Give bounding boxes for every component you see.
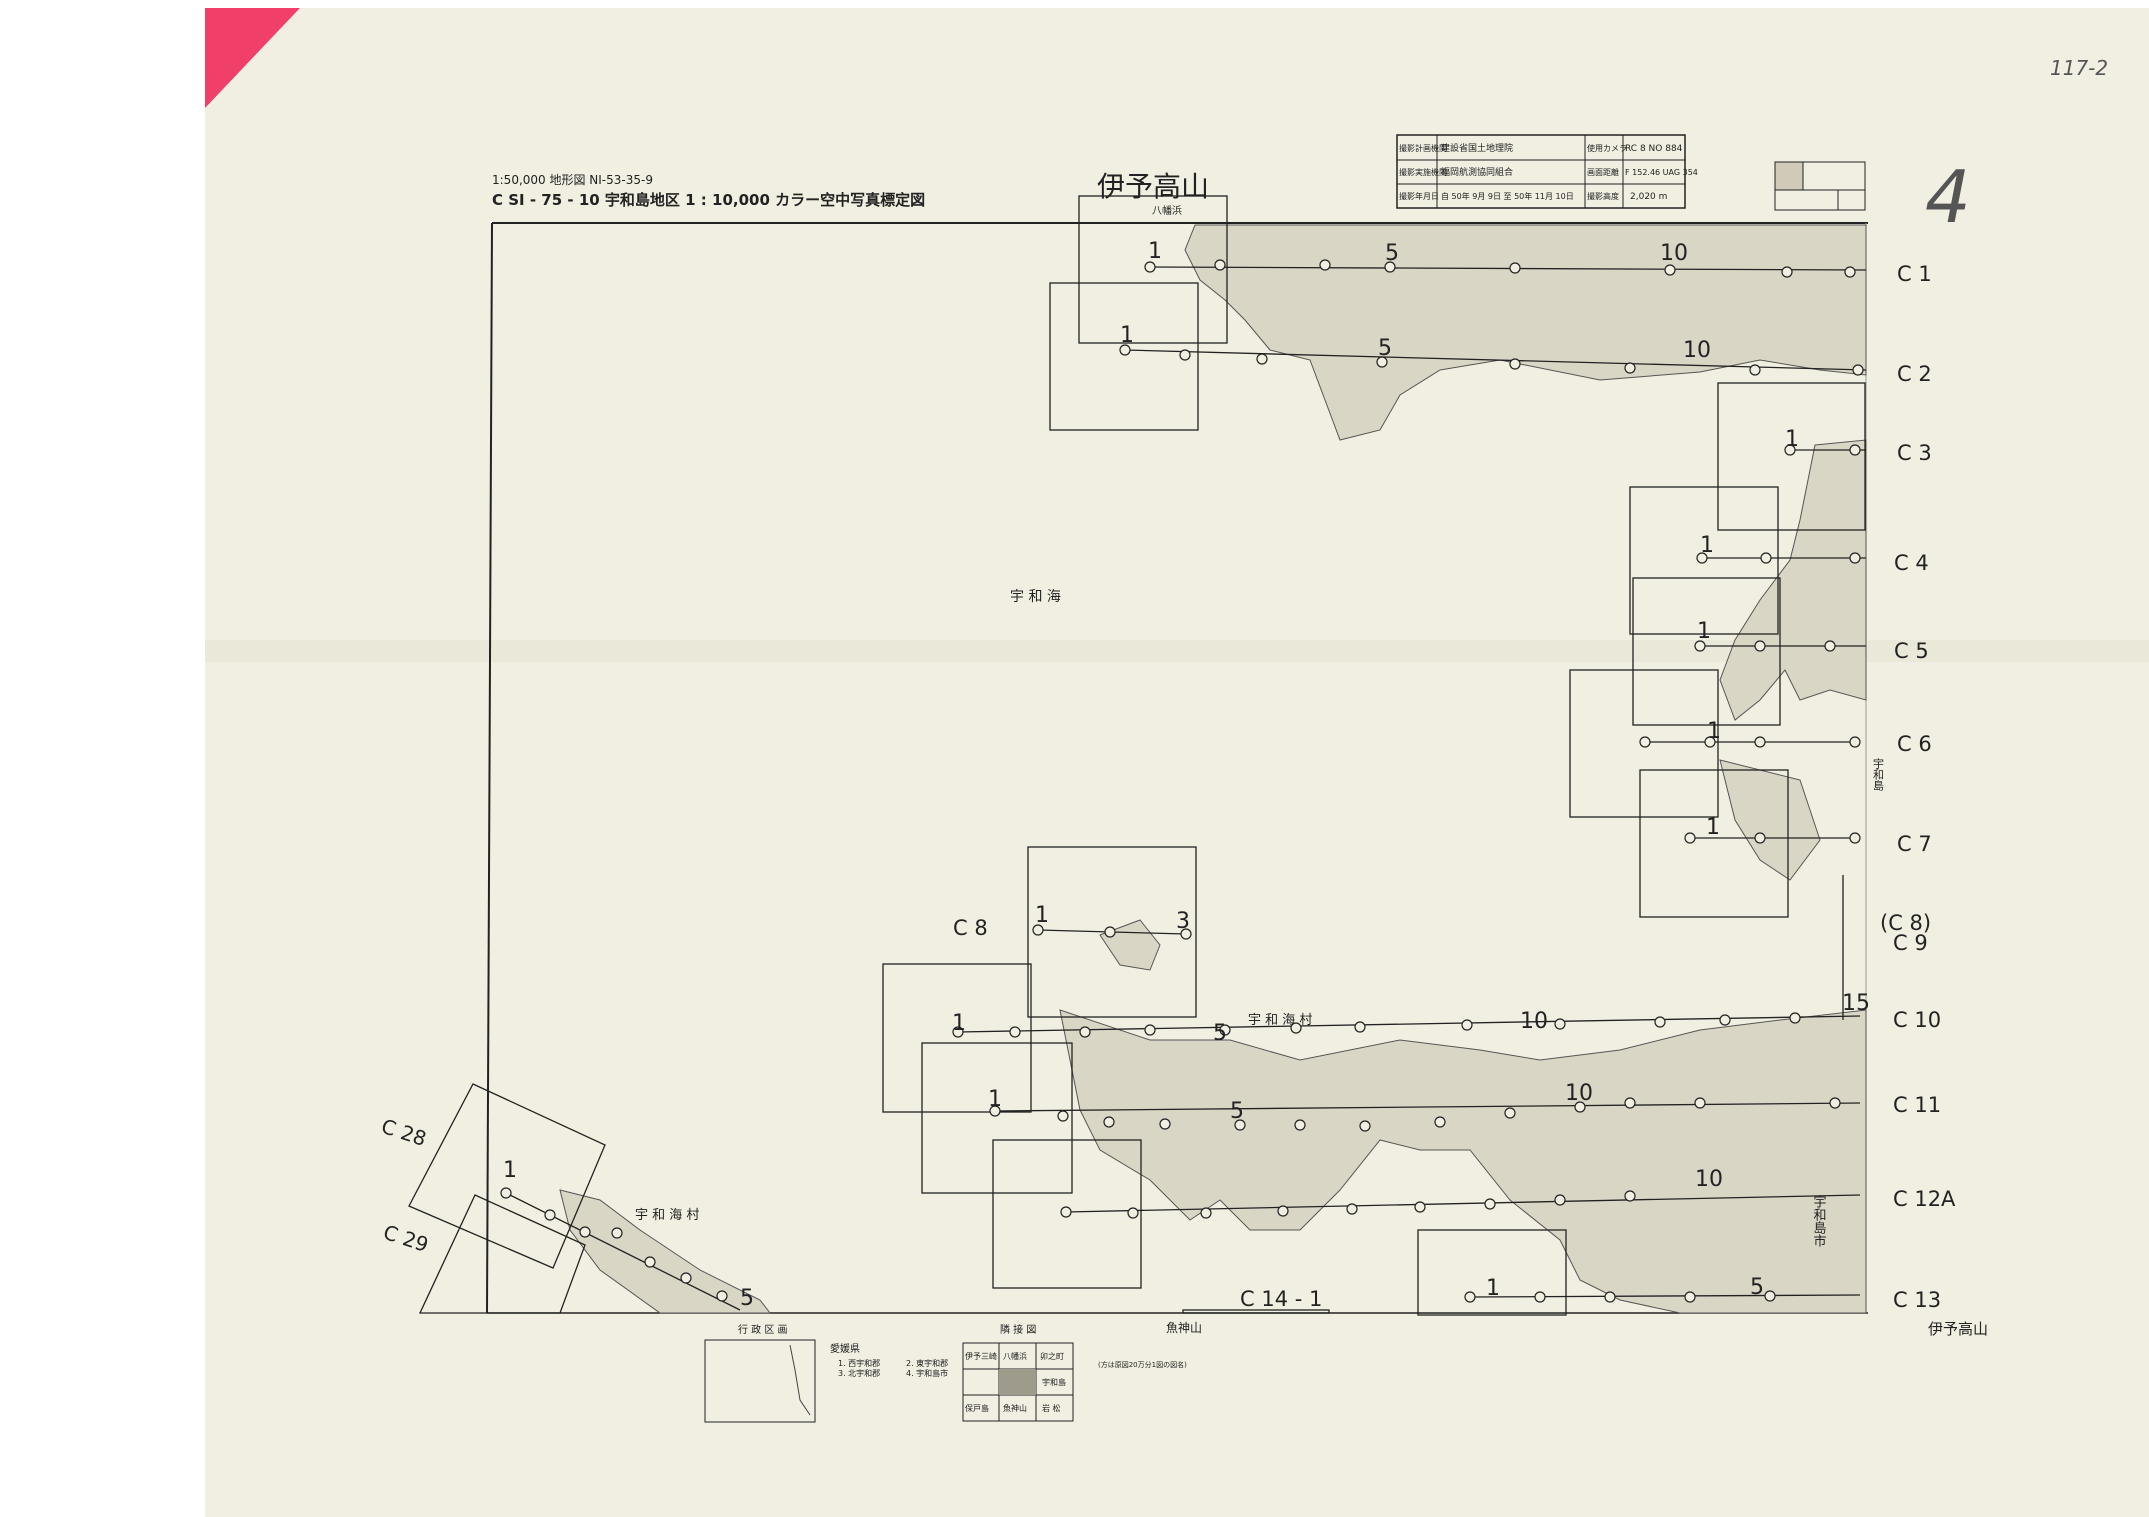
info-label2-2: 画面距離 bbox=[1587, 167, 1619, 177]
prefecture-name: 愛媛県 bbox=[830, 1342, 860, 1355]
strip-label-c10: C 10 bbox=[1893, 1008, 1941, 1032]
c11-start-number: 1 bbox=[988, 1087, 1002, 1112]
strip-label-c8-inline: C 8 bbox=[953, 916, 988, 940]
place-names: 宇 和 海 宇 和 海 村 宇 和 海 村 八幡浜 魚神山 伊予高山 宇和島市 … bbox=[635, 204, 1988, 1338]
c28-start-number: 1 bbox=[503, 1158, 517, 1183]
admin-title: 行 政 区 画 bbox=[738, 1323, 788, 1336]
c10-number-10: 10 bbox=[1520, 1009, 1548, 1034]
admin-division-box: 行 政 区 画 bbox=[704, 1323, 816, 1423]
adjacent-title: 隣 接 図 bbox=[1000, 1323, 1036, 1336]
strip-label-c14: C 14 - 1 bbox=[1240, 1287, 1322, 1311]
adjacent-e: 宇和島 bbox=[1042, 1377, 1066, 1387]
strip-label-c4: C 4 bbox=[1894, 551, 1929, 575]
info-value2-1: RC 8 NO 884 bbox=[1625, 144, 1683, 154]
info-label-3: 撮影年月日 bbox=[1399, 191, 1439, 201]
info-label-2: 撮影実施機関 bbox=[1399, 167, 1447, 177]
strip-label-c2: C 2 bbox=[1897, 362, 1932, 386]
c2-start-number: 1 bbox=[1120, 323, 1134, 348]
corner-tab bbox=[205, 8, 300, 108]
c6-start-number: 1 bbox=[1707, 719, 1721, 744]
info-table: 撮影計画機関 建設省国土地理院 使用カメラ RC 8 NO 884 撮影実施機関… bbox=[1396, 134, 1698, 209]
prefecture-list: 愛媛県 1. 西宇和郡 3. 北宇和郡 2. 東宇和郡 4. 宇和島市 bbox=[830, 1342, 948, 1378]
info-value2-3: 2,020 m bbox=[1630, 192, 1667, 202]
land-masses bbox=[559, 224, 1867, 1314]
c10-number-5: 5 bbox=[1213, 1021, 1227, 1046]
c8-start-number: 1 bbox=[1035, 903, 1049, 928]
district-4: 4. 宇和島市 bbox=[906, 1368, 948, 1378]
strip-label-c7: C 7 bbox=[1897, 832, 1932, 856]
strip-label-c12a: C 12A bbox=[1893, 1187, 1956, 1211]
strip-label-c28: C 28 bbox=[378, 1114, 429, 1151]
district-1: 1. 西宇和郡 bbox=[838, 1358, 880, 1368]
adjacent-s: 魚神山 bbox=[1003, 1403, 1027, 1413]
c7-start-number: 1 bbox=[1706, 815, 1720, 840]
photo-frames bbox=[408, 195, 1866, 1316]
c11-number-10: 10 bbox=[1565, 1081, 1593, 1106]
info-label-1: 撮影計画機関 bbox=[1399, 143, 1447, 153]
legend-block bbox=[1774, 161, 1866, 211]
adjacent-ne: 卯之町 bbox=[1040, 1351, 1064, 1361]
city-label: 宇和島市 bbox=[1811, 1195, 1827, 1247]
c28-number-5: 5 bbox=[740, 1286, 754, 1311]
adjacent-se: 岩 松 bbox=[1042, 1403, 1061, 1413]
yawatahama-label: 八幡浜 bbox=[1152, 204, 1182, 217]
village-label-lower: 宇 和 海 村 bbox=[635, 1208, 699, 1223]
strip-label-c29: C 29 bbox=[380, 1220, 431, 1257]
adjacent-sheets-grid: 隣 接 図 伊予三崎 八幡浜 卯之町 宇和島 保戸島 魚神山 岩 松 (方は原図… bbox=[962, 1323, 1187, 1422]
info-label2-3: 撮影高度 bbox=[1587, 191, 1619, 201]
exposure-points bbox=[500, 259, 1864, 1303]
uwajima-vertical-label: 宇和島 bbox=[1872, 758, 1885, 792]
info-value-3: 自 50年 9月 9日 至 50年 11月 10日 bbox=[1441, 191, 1574, 201]
handwritten-number: 4 bbox=[1925, 155, 1971, 239]
c4-start-number: 1 bbox=[1700, 533, 1714, 558]
c3-start-number: 1 bbox=[1785, 427, 1799, 452]
c1-number-10: 10 bbox=[1660, 241, 1688, 266]
strip-label-c11: C 11 bbox=[1893, 1093, 1941, 1117]
district-2: 2. 東宇和郡 bbox=[906, 1358, 948, 1368]
info-value-1: 建設省国土地理院 bbox=[1441, 142, 1513, 154]
strip-label-c8: (C 8) bbox=[1880, 911, 1931, 935]
info-label2-1: 使用カメラ bbox=[1587, 143, 1627, 153]
flight-lines bbox=[505, 266, 1867, 1311]
c8-number-3: 3 bbox=[1176, 909, 1190, 934]
series-line: 1:50,000 地形図 NI-53-35-9 bbox=[492, 173, 653, 187]
adjacent-nw: 伊予三崎 bbox=[965, 1351, 997, 1361]
strip-label-c3: C 3 bbox=[1897, 441, 1932, 465]
strip-label-c5: C 5 bbox=[1894, 639, 1929, 663]
info-value2-2: F 152.46 UAG 354 bbox=[1625, 168, 1698, 177]
bottom-right-sheet-name: 伊予高山 bbox=[1928, 1320, 1988, 1338]
c10-start-number: 1 bbox=[952, 1011, 966, 1036]
strip-label-c13: C 13 bbox=[1893, 1288, 1941, 1312]
c10-number-15: 15 bbox=[1842, 991, 1870, 1016]
uonami-label: 魚神山 bbox=[1166, 1321, 1202, 1335]
c13-start-number: 1 bbox=[1486, 1276, 1500, 1301]
title-line: C SI - 75 - 10 宇和島地区 1 : 10,000 カラー空中写真標… bbox=[492, 191, 925, 209]
district-3: 3. 北宇和郡 bbox=[838, 1368, 880, 1378]
strip-label-c6: C 6 bbox=[1897, 732, 1932, 756]
c2-number-5: 5 bbox=[1378, 336, 1392, 361]
c1-start-number: 1 bbox=[1148, 239, 1162, 264]
sheet-title: 伊予高山 bbox=[1097, 170, 1209, 203]
adjacent-sw: 保戸島 bbox=[965, 1403, 989, 1413]
c12a-number-10: 10 bbox=[1695, 1167, 1723, 1192]
info-value-2: 福岡航測協同組合 bbox=[1441, 166, 1513, 178]
c1-number-5: 5 bbox=[1385, 241, 1399, 266]
village-label-upper: 宇 和 海 村 bbox=[1248, 1013, 1312, 1028]
c5-start-number: 1 bbox=[1697, 619, 1711, 644]
photo-numbers: 1 5 10 1 5 10 1 1 1 1 1 1 3 1 5 10 15 1 … bbox=[503, 239, 1870, 1311]
strip-label-c1: C 1 bbox=[1897, 262, 1932, 286]
c2-number-10: 10 bbox=[1683, 338, 1711, 363]
handwritten-code: 117-2 bbox=[2050, 56, 2108, 80]
sea-label: 宇 和 海 bbox=[1010, 589, 1061, 605]
adjacent-note: (方は原図20万分1図の図名) bbox=[1098, 1360, 1187, 1369]
c13-number-5: 5 bbox=[1750, 1275, 1764, 1300]
adjacent-n: 八幡浜 bbox=[1003, 1351, 1027, 1361]
strip-label-c9: C 9 bbox=[1893, 931, 1928, 955]
c11-number-5: 5 bbox=[1230, 1099, 1244, 1124]
strip-labels: C 1 C 2 C 3 C 4 C 5 C 6 C 7 (C 8) C 9 C … bbox=[378, 262, 1956, 1312]
